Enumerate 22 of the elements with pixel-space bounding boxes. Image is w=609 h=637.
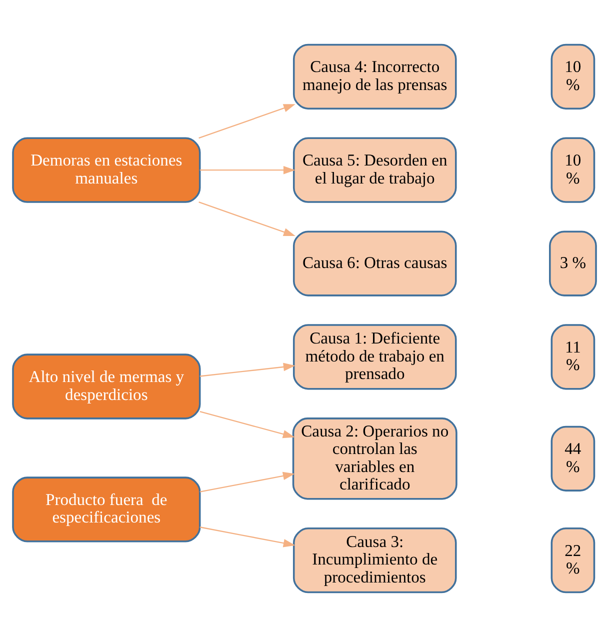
arrow	[200, 410, 295, 438]
node-box: 11 %	[550, 324, 596, 390]
node-box: 3 %	[549, 230, 597, 296]
node-box: Causa 5: Desorden en el lugar de trabajo	[292, 137, 457, 203]
node-box: Causa 2: Operarios no controlan las variables en clarificado	[292, 418, 458, 500]
arrow	[198, 202, 296, 236]
arrow	[200, 526, 296, 548]
arrow	[200, 472, 295, 492]
node-box: Alto nivel de mermas y desperdicios	[12, 354, 201, 420]
node-box: 22 %	[550, 528, 596, 594]
node-box: 10 %	[550, 137, 596, 203]
node-box: Causa 4: Incorrecto manejo de las prensas	[292, 44, 457, 110]
node-box: Demoras en estaciones manuales	[12, 137, 201, 203]
node-box: Causa 3: Incumplimiento de procedimientos	[292, 528, 457, 594]
node-box: Causa 6: Otras causas	[292, 230, 457, 296]
arrow	[200, 166, 296, 174]
node-box: 10 %	[550, 44, 596, 110]
node-box: 44 %	[550, 426, 596, 492]
node-box: Causa 1: Deficiente método de trabajo en prensado	[292, 324, 457, 390]
arrow	[200, 362, 296, 377]
node-box: Producto fuera de especificaciones	[12, 476, 201, 542]
arrow	[198, 104, 296, 139]
